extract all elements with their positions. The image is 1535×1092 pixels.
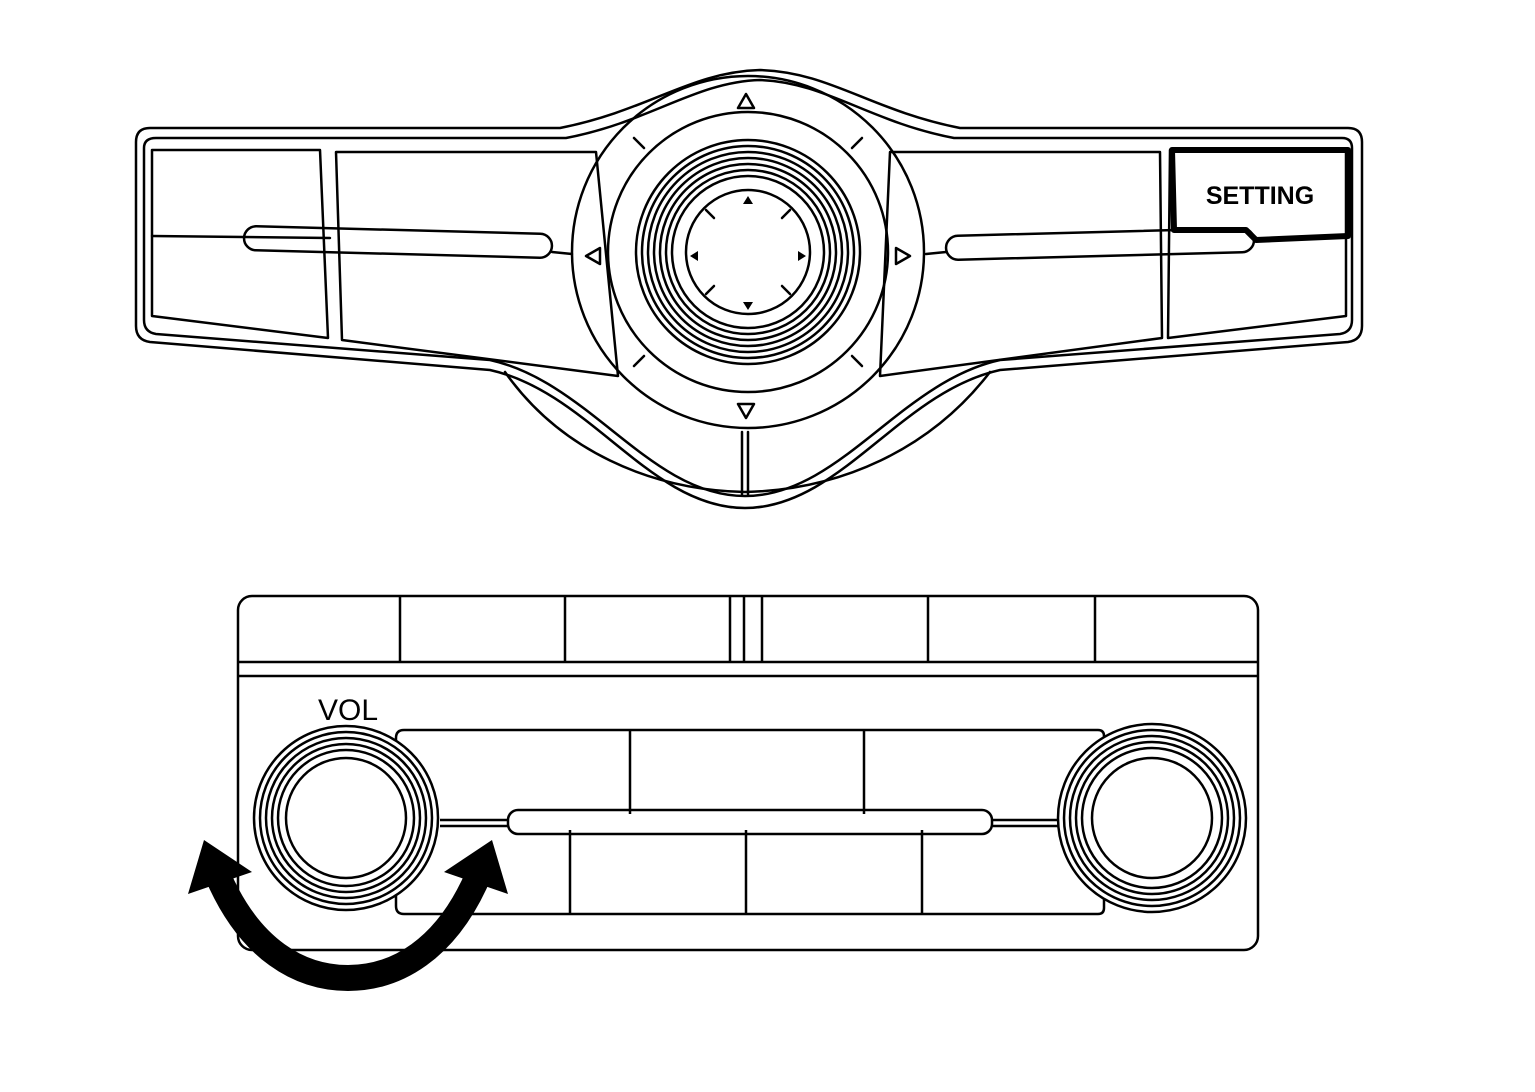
left-slot-bar bbox=[242, 225, 554, 259]
top-button-5[interactable] bbox=[930, 598, 1093, 660]
preset-button-left-inner[interactable] bbox=[334, 150, 620, 378]
volume-knob[interactable] bbox=[252, 724, 440, 912]
setting-button[interactable]: SETTING bbox=[1169, 147, 1351, 243]
down-triangle-icon bbox=[736, 402, 756, 420]
inner-left-arrow-icon bbox=[690, 251, 698, 261]
lower-arc-outline bbox=[503, 370, 992, 494]
lower-panel-housing bbox=[236, 594, 1260, 952]
top-button-6[interactable] bbox=[1097, 598, 1256, 660]
top-button-2[interactable] bbox=[402, 598, 563, 660]
up-triangle-icon bbox=[736, 92, 756, 110]
outer-ring-controller[interactable] bbox=[570, 74, 926, 430]
preset-button-left-outer[interactable] bbox=[150, 148, 330, 340]
center-enter-button[interactable] bbox=[684, 188, 812, 316]
center-dial[interactable] bbox=[634, 138, 862, 366]
top-button-4[interactable] bbox=[764, 598, 926, 660]
upper-panel-housing-outer bbox=[134, 68, 1364, 510]
inner-up-arrow-icon bbox=[743, 196, 753, 204]
preset-button-right-outer[interactable] bbox=[1166, 148, 1348, 340]
tune-knob[interactable] bbox=[1056, 722, 1248, 914]
upper-control-panel bbox=[134, 68, 1364, 510]
inner-down-arrow-icon bbox=[743, 302, 753, 310]
setting-label: SETTING bbox=[1206, 182, 1314, 210]
preset-button-right-inner[interactable] bbox=[878, 150, 1164, 378]
inner-right-arrow-icon bbox=[798, 251, 806, 261]
right-triangle-icon bbox=[894, 246, 912, 266]
center-button-cluster bbox=[394, 728, 1106, 916]
lower-audio-panel bbox=[236, 594, 1260, 952]
top-button-1[interactable] bbox=[240, 598, 398, 660]
top-button-3[interactable] bbox=[567, 598, 728, 660]
vol-label: VOL bbox=[318, 694, 378, 727]
center-slot-bar bbox=[506, 808, 994, 836]
left-triangle-icon bbox=[584, 246, 602, 266]
upper-panel-housing-inner bbox=[142, 78, 1354, 498]
rotation-arrow-icon bbox=[188, 840, 508, 992]
left-separator-line bbox=[150, 234, 332, 240]
